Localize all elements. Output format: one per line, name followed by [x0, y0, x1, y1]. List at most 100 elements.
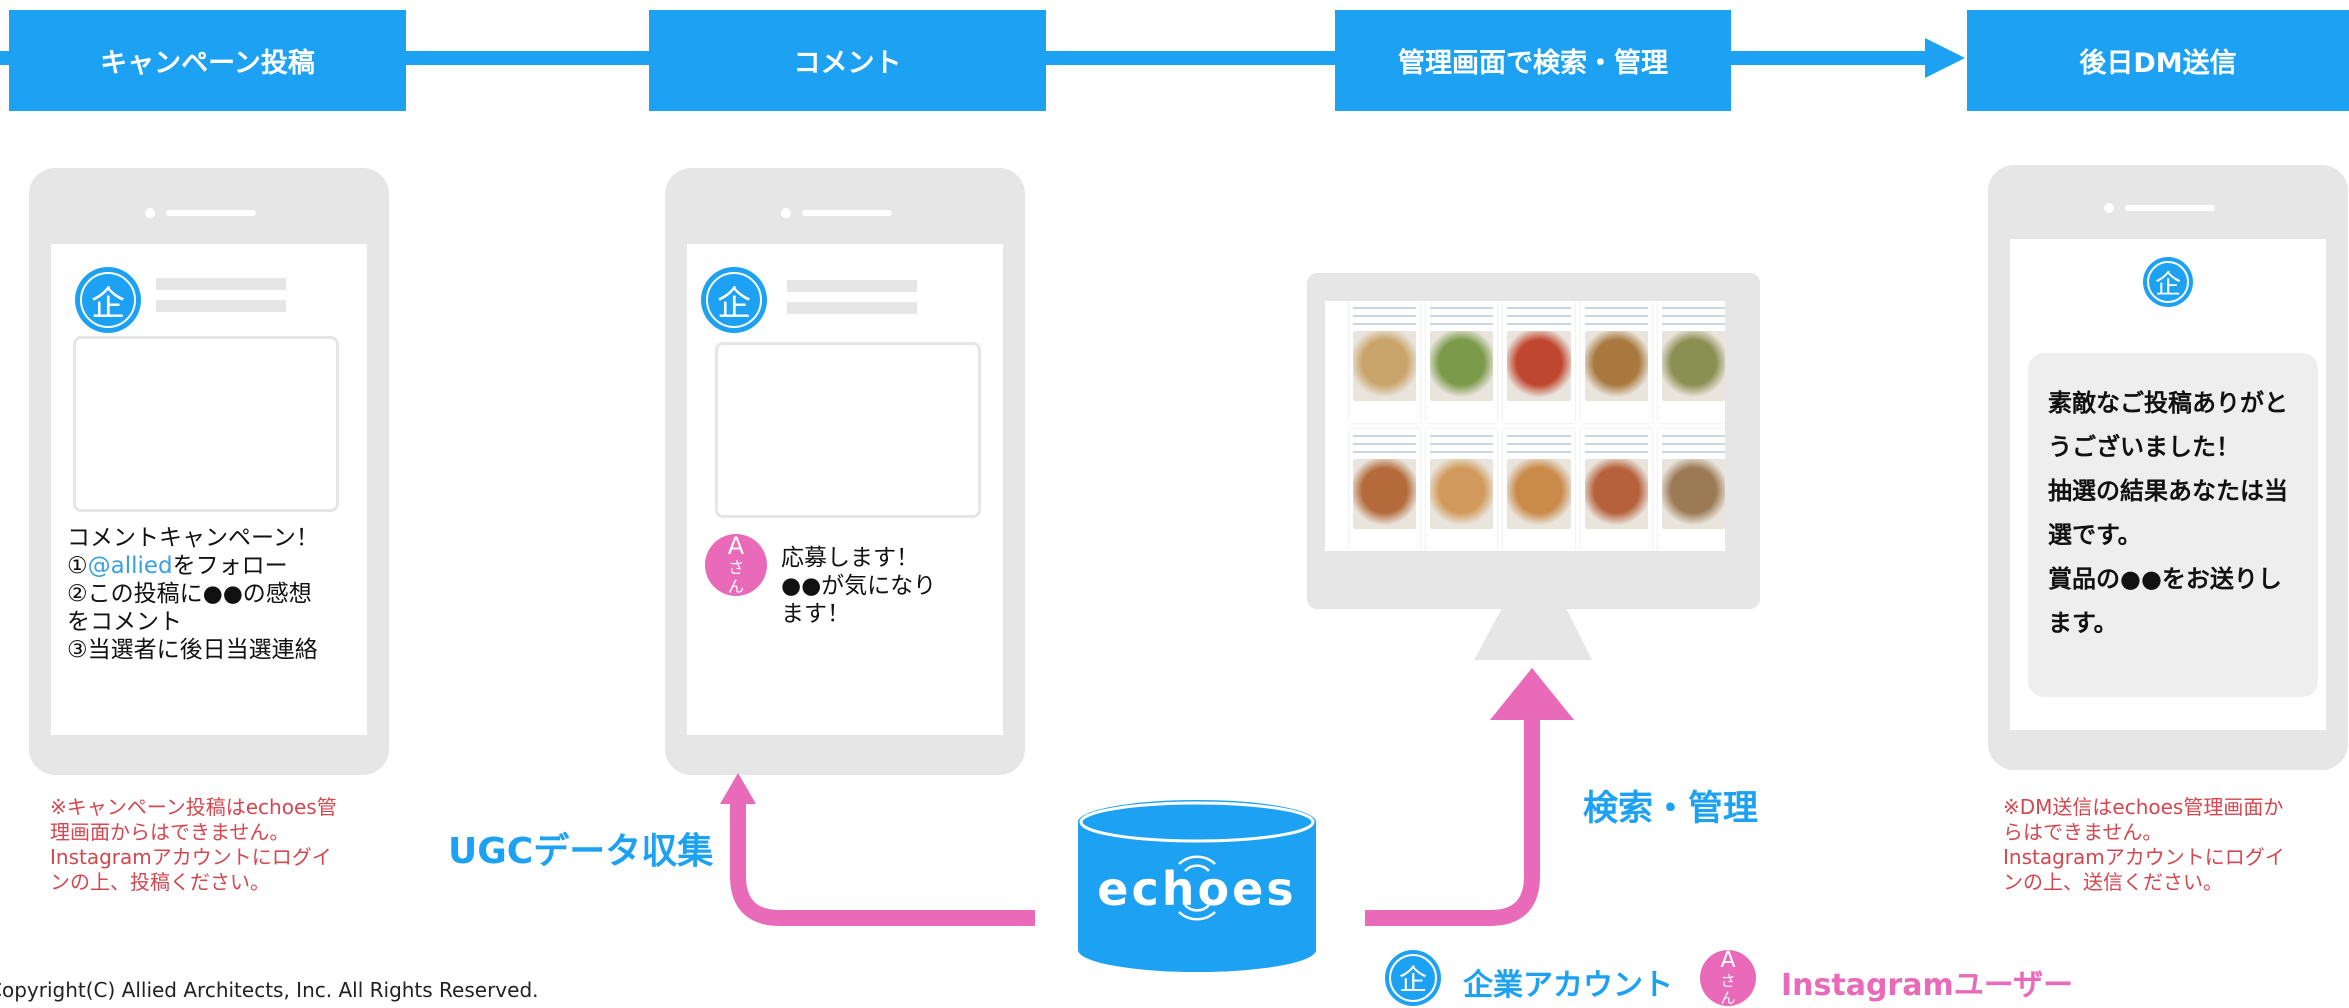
- admin-screen: [1325, 301, 1725, 551]
- company-avatar-icon: 企: [1385, 950, 1441, 1006]
- monitor-stand-icon: [1474, 608, 1592, 660]
- post-image-placeholder: [715, 342, 981, 518]
- phone-speaker: [802, 210, 892, 216]
- step-campaign-post: キャンペーン投稿: [9, 10, 406, 111]
- phone-screen: 企 素敵なご投稿ありがと うございました！ 抽選の結果あなたは当 選です。 賞品…: [2010, 239, 2326, 730]
- user-avatar-icon: A さ ん: [1700, 950, 1756, 1006]
- flow-line-segment: [1045, 51, 1335, 65]
- card-text-placeholder: [1353, 307, 1417, 309]
- ugc-photo: [1430, 331, 1494, 401]
- card-text-placeholder: [1507, 307, 1571, 309]
- echoes-database-icon: [1078, 800, 1316, 972]
- user-avatar-icon: A さ ん: [705, 534, 767, 596]
- ugc-photo: [1353, 331, 1417, 401]
- ugc-thumbnail-card: [1426, 429, 1498, 551]
- ugc-photo: [1661, 331, 1725, 401]
- ugc-collect-label: UGCデータ収集: [448, 831, 714, 872]
- ugc-photo: [1584, 331, 1648, 401]
- post-header-placeholder: [156, 278, 286, 290]
- legend-company-label: 企業アカウント: [1463, 968, 1673, 1003]
- card-text-placeholder: [1584, 435, 1648, 437]
- phone-campaign-post: 企 コメントキャンペーン！ ①@alliedをフォロー ②この投稿に●●の感想 …: [29, 168, 389, 775]
- card-text-placeholder: [1353, 451, 1417, 453]
- flow-line-segment: [405, 51, 650, 65]
- card-text-placeholder: [1430, 323, 1494, 325]
- post-image-placeholder: [73, 336, 339, 512]
- phone-camera: [145, 208, 155, 218]
- phone-speaker: [166, 210, 256, 216]
- search-manage-arrow-icon: [1365, 668, 1574, 926]
- card-text-placeholder: [1661, 435, 1725, 437]
- card-text-placeholder: [1430, 315, 1494, 317]
- phone-camera: [781, 208, 791, 218]
- card-text-placeholder: [1507, 451, 1571, 453]
- card-text-placeholder: [1353, 435, 1417, 437]
- copyright-text: Copyright(C) Allied Architects, Inc. All…: [0, 978, 539, 1002]
- ugc-thumbnail-card: [1657, 301, 1725, 423]
- card-text-placeholder: [1353, 315, 1417, 317]
- dm-message-text: 素敵なご投稿ありがと うございました！ 抽選の結果あなたは当 選です。 賞品の●…: [2048, 389, 2288, 637]
- card-text-placeholder: [1661, 307, 1725, 309]
- company-avatar-icon: 企: [2143, 257, 2193, 307]
- card-text-placeholder: [1507, 435, 1571, 437]
- card-text-placeholder: [1353, 323, 1417, 325]
- card-text-placeholder: [1584, 451, 1648, 453]
- ugc-thumbnail-card: [1426, 301, 1498, 423]
- dm-note: ※DM送信はechoes管理画面か らはできません。 Instagramアカウン…: [2003, 795, 2285, 894]
- ugc-thumbnail-card: [1657, 429, 1725, 551]
- post-header-placeholder: [787, 302, 917, 314]
- campaign-post-text: コメントキャンペーン！ ①@alliedをフォロー ②この投稿に●●の感想 をコ…: [67, 525, 319, 663]
- step-label: キャンペーン投稿: [100, 48, 315, 79]
- card-text-placeholder: [1353, 443, 1417, 445]
- ugc-photo: [1507, 459, 1571, 529]
- step-label: コメント: [793, 48, 902, 79]
- flow-arrow-icon: [1925, 38, 1965, 78]
- phone-dm: 企 素敵なご投稿ありがと うございました！ 抽選の結果あなたは当 選です。 賞品…: [1988, 165, 2348, 770]
- phone-comment: 企 A さ ん 応募します！ ●●が気になり ます！: [665, 168, 1025, 775]
- card-text-placeholder: [1584, 315, 1648, 317]
- ugc-photo: [1584, 459, 1648, 529]
- flow-line-segment: [1730, 51, 1935, 65]
- search-manage-label: 検索・管理: [1583, 789, 1759, 829]
- card-text-placeholder: [1430, 435, 1494, 437]
- phone-screen: 企 コメントキャンペーン！ ①@alliedをフォロー ②この投稿に●●の感想 …: [51, 244, 367, 735]
- ugc-photo: [1661, 459, 1725, 529]
- card-text-placeholder: [1507, 443, 1571, 445]
- dm-message-bubble: [2028, 353, 2318, 697]
- card-text-placeholder: [1661, 323, 1725, 325]
- comment-text: 応募します！ ●●が気になり ます！: [781, 545, 937, 627]
- step-label: 管理画面で検索・管理: [1398, 48, 1668, 79]
- card-text-placeholder: [1430, 443, 1494, 445]
- card-text-placeholder: [1430, 307, 1494, 309]
- ugc-thumbnail-card: [1580, 301, 1652, 423]
- ugc-thumbnail-card: [1349, 301, 1421, 423]
- card-text-placeholder: [1430, 451, 1494, 453]
- ugc-thumbnail-card: [1580, 429, 1652, 551]
- ugc-thumbnail-card: [1503, 429, 1575, 551]
- company-avatar-icon: 企: [75, 267, 141, 333]
- phone-camera: [2104, 203, 2114, 213]
- step-label: 後日DM送信: [2079, 48, 2237, 79]
- post-header-placeholder: [787, 280, 917, 292]
- step-admin-search: 管理画面で検索・管理: [1335, 10, 1731, 111]
- ugc-thumbnail-grid: [1349, 301, 1725, 551]
- ugc-thumbnail-card: [1349, 429, 1421, 551]
- mention-link: @allied: [87, 553, 173, 579]
- ugc-photo: [1430, 459, 1494, 529]
- card-text-placeholder: [1661, 451, 1725, 453]
- phone-screen: 企 A さ ん 応募します！ ●●が気になり ます！: [687, 244, 1003, 735]
- card-text-placeholder: [1661, 315, 1725, 317]
- card-text-placeholder: [1507, 323, 1571, 325]
- card-text-placeholder: [1584, 323, 1648, 325]
- ugc-collect-arrow-icon: [720, 773, 1035, 926]
- step-later-dm: 後日DM送信: [1967, 10, 2349, 111]
- card-text-placeholder: [1507, 315, 1571, 317]
- phone-speaker: [2125, 205, 2215, 211]
- ugc-thumbnail-card: [1503, 301, 1575, 423]
- admin-monitor: [1307, 273, 1760, 609]
- card-text-placeholder: [1584, 443, 1648, 445]
- company-avatar-icon: 企: [701, 267, 767, 333]
- ugc-photo: [1507, 331, 1571, 401]
- post-header-placeholder: [156, 300, 286, 312]
- card-text-placeholder: [1584, 307, 1648, 309]
